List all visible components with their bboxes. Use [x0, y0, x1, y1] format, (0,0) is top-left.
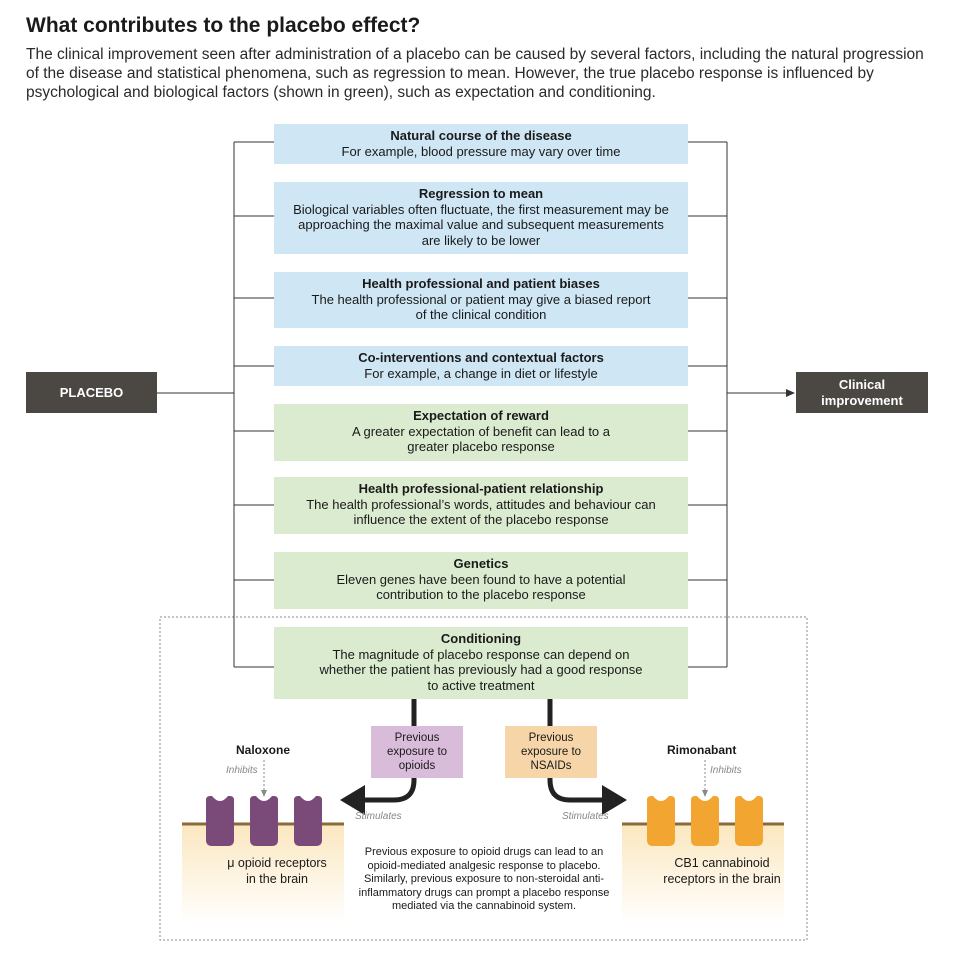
factor-biases: Health professional and patient biases T…	[274, 272, 688, 328]
opioid-exposure-box: Previous exposure to opioids	[371, 726, 463, 778]
factor-regression-to-mean: Regression to mean Biological variables …	[274, 182, 688, 254]
factor-text: For example, a change in diet or lifesty…	[364, 365, 598, 381]
factor-text: The health professional’s words, attitud…	[306, 496, 656, 528]
nsaid-pathway-arrow	[547, 699, 627, 815]
factor-title: Health professional-patient relationship	[358, 481, 604, 496]
nsaid-stimulates-label: Stimulates	[562, 811, 609, 822]
factor-text: Biological variables often fluctuate, th…	[293, 201, 669, 248]
factor-genetics: Genetics Eleven genes have been found to…	[274, 552, 688, 609]
mechanism-note: Previous exposure to opioid drugs can le…	[358, 846, 610, 913]
factor-title: Health professional and patient biases	[362, 276, 600, 291]
factor-title: Expectation of reward	[413, 408, 549, 423]
factor-text: A greater expectation of benefit can lea…	[351, 423, 610, 455]
opioid-receptors	[206, 796, 322, 846]
factor-title: Co-interventions and contextual factors	[358, 350, 604, 365]
factor-text: The health professional or patient may g…	[311, 291, 651, 323]
factor-expectation: Expectation of reward A greater expectat…	[274, 404, 688, 461]
opioid-pathway-arrow	[340, 699, 417, 815]
rimonabant-inhibits-label: Inhibits	[710, 765, 742, 776]
opioid-stimulates-label: Stimulates	[355, 811, 402, 822]
clinical-improvement-box: Clinical improvement	[796, 372, 928, 413]
factor-text: For example, blood pressure may vary ove…	[341, 143, 621, 159]
naloxone-inhibits-label: Inhibits	[226, 765, 258, 776]
cb1-receptors-label: CB1 cannabinoid receptors in the brain	[663, 856, 781, 886]
factor-relationship: Health professional-patient relationship…	[274, 477, 688, 534]
rimonabant-label: Rimonabant	[667, 743, 737, 757]
factor-co-interventions: Co-interventions and contextual factors …	[274, 346, 688, 386]
naloxone-label: Naloxone	[236, 743, 291, 757]
factor-title: Conditioning	[440, 631, 522, 646]
intro-text: The clinical improvement seen after admi…	[26, 46, 924, 101]
page-title: What contributes to the placebo effect?	[26, 14, 421, 37]
factor-title: Natural course of the disease	[390, 128, 572, 143]
opioid-receptors-label: μ opioid receptors in the brain	[227, 856, 327, 886]
factor-natural-course: Natural course of the disease For exampl…	[274, 124, 688, 164]
factor-title: Genetics	[453, 556, 509, 571]
nsaid-exposure-box: Previous exposure to NSAIDs	[505, 726, 597, 778]
conditioning-mechanism-region	[159, 616, 808, 941]
factor-conditioning: Conditioning The magnitude of placebo re…	[274, 627, 688, 699]
placebo-box: PLACEBO	[26, 372, 157, 413]
factor-text: Eleven genes have been found to have a p…	[336, 571, 626, 603]
factor-title: Regression to mean	[418, 186, 544, 201]
cb1-receptors	[647, 796, 763, 846]
factor-text: The magnitude of placebo response can de…	[319, 646, 643, 693]
